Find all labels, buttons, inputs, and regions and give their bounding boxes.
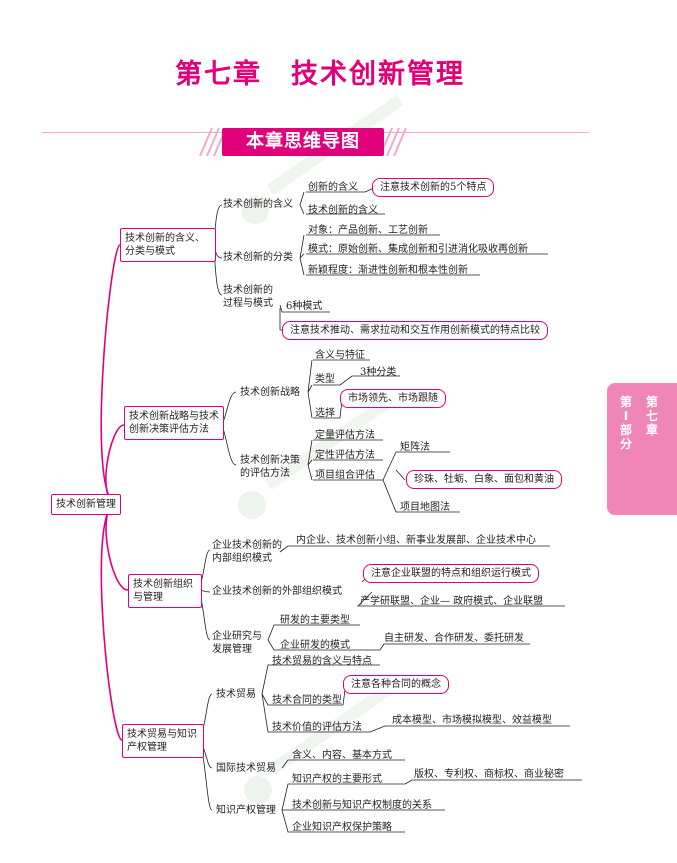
b3-c3-item-2a: 自主研发、合作研发、委托研发 xyxy=(384,633,524,644)
side-tab-chapter: 第七章 xyxy=(645,395,658,437)
b4-c1-item-2: 技术合同的类型 xyxy=(272,695,342,706)
b4-c3-item-3: 企业知识产权保护策略 xyxy=(292,822,392,833)
b3-c3-label: 企业研究与发展管理 xyxy=(212,631,262,655)
banner-rule-left xyxy=(42,132,222,133)
b3-c3-item-1: 研发的主要类型 xyxy=(280,615,350,626)
b4-c1-item-3: 技术价值的评估方法 xyxy=(272,722,362,733)
chapter-title: 第七章 技术创新管理 xyxy=(175,59,465,90)
b4-c1-item-1: 技术贸易的含义与特点 xyxy=(272,656,372,667)
b2-c2-item-3: 项目组合评估 xyxy=(315,470,375,481)
b2-c1-item-2: 类型 xyxy=(315,374,335,385)
side-tab-part: 第Ⅰ部分 xyxy=(619,395,632,451)
b4-c3-item-2: 技术创新与知识产权制度的关系 xyxy=(292,800,432,811)
b2-c1-item-3: 选择 xyxy=(315,408,335,419)
b3-c3-item-2: 企业研发的模式 xyxy=(280,640,350,651)
b3-c2-label: 企业技术创新的外部组织模式 xyxy=(212,586,342,597)
b1-c1-item-1: 创新的含义 xyxy=(308,182,358,193)
banner-stripes-left xyxy=(196,128,222,156)
branch-4-box: 技术贸易与知识产权管理 xyxy=(122,724,204,758)
b3-c2-note: 注意企业联盟的特点和组织运行模式 xyxy=(363,564,539,583)
b4-c1-note: 注意各种合同的概念 xyxy=(343,675,449,694)
b1-c3-label: 技术创新的过程与模式 xyxy=(223,285,273,309)
b2-c1-item-1: 含义与特征 xyxy=(315,350,365,361)
branch-1-box: 技术创新的含义、分类与模式 xyxy=(120,228,216,262)
side-chapter-tab[interactable]: 第Ⅰ部分 第七章 xyxy=(607,383,677,515)
b1-c3-note: 注意技术推动、需求拉动和交互作用创新模式的特点比较 xyxy=(282,321,548,340)
b1-c2-item-3: 新颖程度：渐进性创新和根本性创新 xyxy=(308,265,468,276)
b1-c1-note: 注意技术创新的5个特点 xyxy=(372,178,495,197)
b2-c2-item-3b: 项目地图法 xyxy=(400,502,450,513)
b2-c1-item-2a: 3种分类 xyxy=(360,367,397,378)
mindmap-banner: 本章思维导图 xyxy=(222,128,384,156)
b2-c1-note: 市场领先、市场跟随 xyxy=(340,389,446,408)
b3-c1-item-1: 内企业、技术创新小组、新事业发展部、企业技术中心 xyxy=(296,535,536,546)
b2-c2-item-1: 定量评估方法 xyxy=(315,430,375,441)
b2-c2-note: 珍珠、牡蛎、白象、面包和黄油 xyxy=(406,470,562,489)
b4-c2-label: 国际技术贸易 xyxy=(216,763,276,774)
b2-c1-label: 技术创新战略 xyxy=(240,387,300,398)
b1-c3-item-1: 6种模式 xyxy=(286,301,323,312)
branch-2-box: 技术创新战略与技术创新决策评估方法 xyxy=(124,406,224,440)
b1-c2-label: 技术创新的分类 xyxy=(223,252,293,263)
b2-c2-label: 技术创新决策的评估方法 xyxy=(240,455,300,479)
banner-stripes-right xyxy=(384,128,410,156)
branch-3-box: 技术创新组织与管理 xyxy=(128,574,202,608)
b1-c1-item-2: 技术创新的含义 xyxy=(308,205,378,216)
b2-c2-item-2: 定性评估方法 xyxy=(315,450,375,461)
b4-c3-label: 知识产权管理 xyxy=(216,805,276,816)
b3-c2-item-1: 产学研联盟、企业— 政府模式、企业联盟 xyxy=(360,596,544,607)
b1-c2-item-1: 对象：产品创新、工艺创新 xyxy=(308,225,428,236)
root-node: 技术创新管理 xyxy=(51,494,121,515)
b2-c2-item-3a: 矩阵法 xyxy=(400,442,430,453)
b1-c1-label: 技术创新的含义 xyxy=(223,199,293,210)
b4-c1-label: 技术贸易 xyxy=(216,689,256,700)
b3-c1-label: 企业技术创新的内部组织模式 xyxy=(212,540,282,564)
b4-c3-item-1: 知识产权的主要形式 xyxy=(292,774,382,785)
banner-rule-right xyxy=(384,132,589,133)
b4-c3-item-1a: 版权、专利权、商标权、商业秘密 xyxy=(414,769,564,780)
b1-c2-item-2: 模式：原始创新、集成创新和引进消化吸收再创新 xyxy=(308,244,528,255)
b4-c1-item-3a: 成本模型、市场模拟模型、效益模型 xyxy=(392,715,552,726)
b4-c2-item-1: 含义、内容、基本方式 xyxy=(292,750,392,761)
